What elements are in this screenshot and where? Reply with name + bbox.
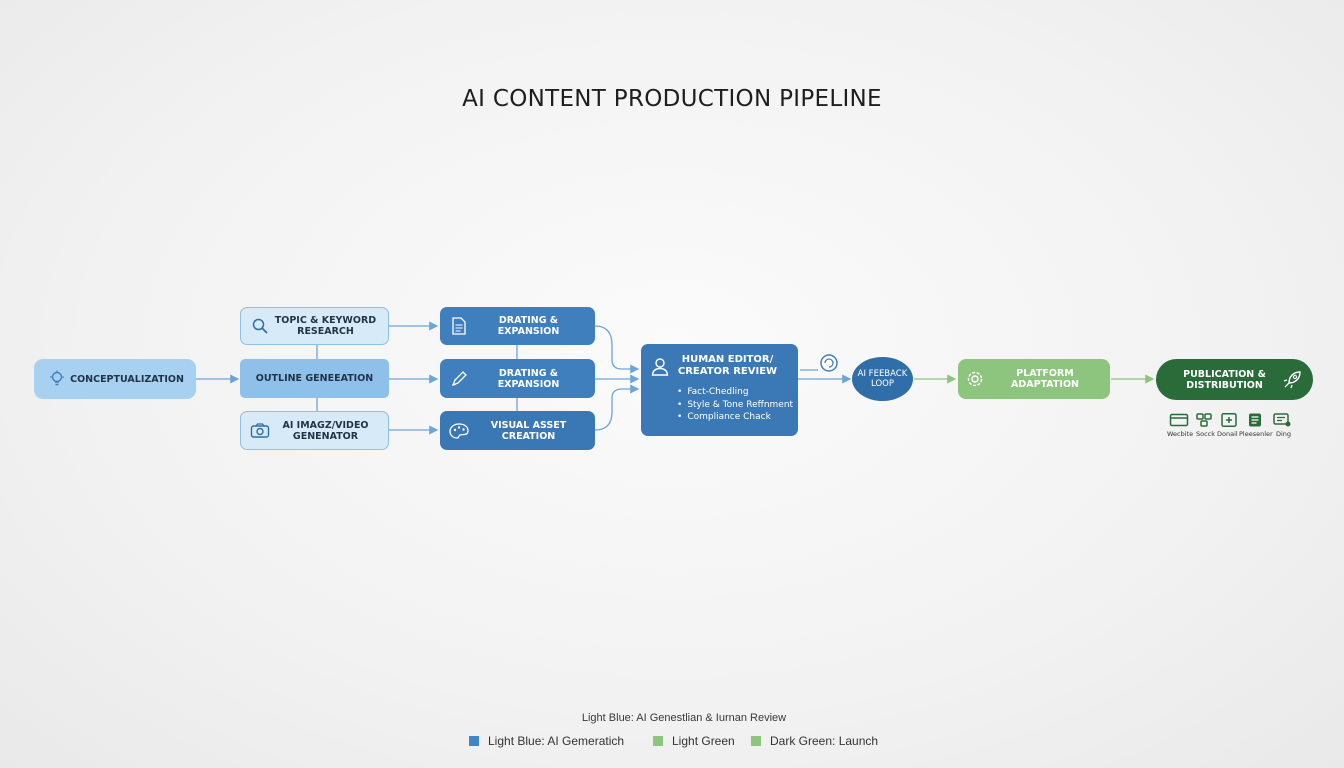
legend-swatch <box>751 736 761 746</box>
node-label: VISUAL ASSET CREATION <box>490 419 567 442</box>
node-conceptualization: CONCEPTUALIZATION <box>34 359 196 399</box>
node-label: AI IMAGZ/VIDEO GENENATOR <box>282 419 369 442</box>
node-ai-image-video: AI IMAGZ/VIDEO GENENATOR <box>240 411 389 450</box>
gear-icon <box>964 368 986 390</box>
review-checklist: Fact-Chedling Style & Tone Reffnment Com… <box>677 386 793 424</box>
node-publication: PUBLICATION & DISTRIBUTION <box>1156 359 1313 400</box>
node-label: DRATING & EXPANSION <box>497 367 560 390</box>
newsletter-icon <box>1249 413 1261 427</box>
node-human-review: HUMAN EDITOR/ CREATOR REVIEW Fact-Chedli… <box>641 344 798 436</box>
magnifier-icon <box>249 315 271 337</box>
node-drafting-1: DRATING & EXPANSION <box>440 307 595 345</box>
legend-label: Light Blue: AI Gemeratich <box>488 734 625 748</box>
node-label: PUBLICATION & DISTRIBUTION <box>1183 368 1266 391</box>
legend-caption: Light Blue: AI Genestlian & Iurnan Revie… <box>581 712 787 724</box>
node-ai-feedback-loop: AI FEEBACK LOOP <box>852 357 913 401</box>
node-label: HUMAN EDITOR/ CREATOR REVIEW <box>677 354 778 377</box>
social-icon <box>1196 413 1212 427</box>
diagram-title: AI CONTENT PRODUCTION PIPELINE <box>462 86 882 112</box>
email-icon <box>1221 413 1237 427</box>
lightbulb-icon <box>46 368 68 390</box>
node-visual-asset: VISUAL ASSET CREATION <box>440 411 595 450</box>
legend-item-light-blue: Light Blue: AI Gemeratich <box>469 734 624 748</box>
node-drafting-2: DRATING & EXPANSION <box>440 359 595 398</box>
refresh-icon <box>820 354 838 372</box>
palette-icon <box>448 420 470 442</box>
person-icon <box>649 356 671 378</box>
node-label: AI FEEBACK LOOP <box>857 369 908 389</box>
document-icon <box>448 315 470 337</box>
channel-label-social: Socck <box>1196 430 1216 438</box>
channel-label-website: Wecbite <box>1167 430 1194 438</box>
channel-label-newsletter: Pleesenler <box>1239 430 1273 438</box>
legend-swatch <box>469 736 479 746</box>
arrow-visual-to-review <box>594 384 640 431</box>
node-platform-adaptation: PLATFORM ADAPTATION <box>958 359 1110 399</box>
arrow-draft1-to-review <box>594 325 640 374</box>
node-label: OUTLINE GENEEATION <box>255 373 374 384</box>
checklist-item: Fact-Chedling <box>677 386 793 399</box>
node-label: CONCEPTUALIZATION <box>70 373 184 385</box>
legend-item-dark-green: Dark Green: Launch <box>751 734 878 748</box>
legend-label: Dark Green: Launch <box>770 734 879 748</box>
node-topic-research: TOPIC & KEYWORD RESEARCH <box>240 307 389 345</box>
legend-item-light-green: Light Green <box>653 734 735 748</box>
pen-icon <box>448 368 470 390</box>
website-icon <box>1169 413 1189 427</box>
camera-icon <box>249 420 271 442</box>
node-label: TOPIC & KEYWORD RESEARCH <box>274 315 377 337</box>
node-outline-generation: OUTLINE GENEEATION <box>240 359 389 398</box>
rocket-icon <box>1281 369 1303 391</box>
channel-label-email: Donail <box>1217 430 1238 438</box>
blog-icon <box>1273 413 1291 427</box>
legend-label: Light Green <box>672 734 735 748</box>
node-label: PLATFORM ADAPTATION <box>1011 368 1079 390</box>
node-label: DRATING & EXPANSION <box>497 315 560 337</box>
checklist-item: Style & Tone Reffnment <box>677 399 793 412</box>
channel-label-blog: Ding <box>1276 430 1292 438</box>
checklist-item: Compliance Chack <box>677 411 793 424</box>
legend-swatch <box>653 736 663 746</box>
